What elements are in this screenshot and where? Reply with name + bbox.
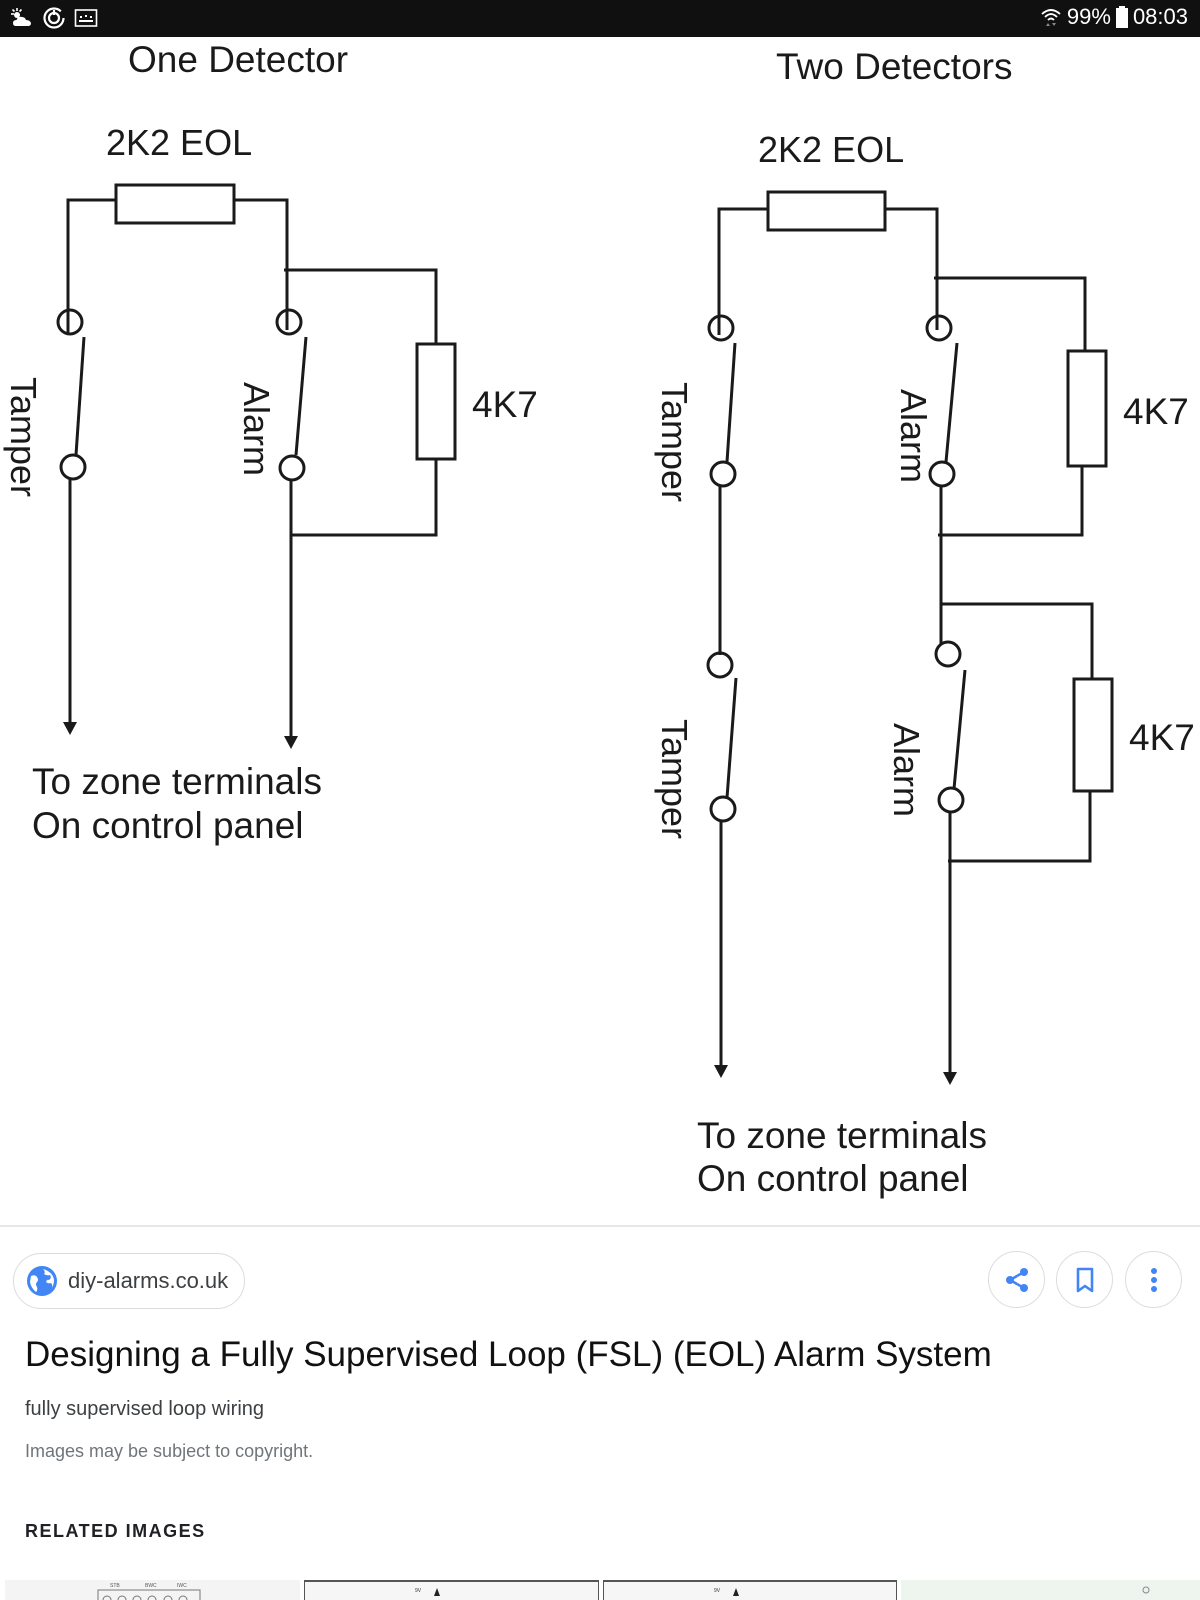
wire <box>66 198 116 335</box>
thumbnail-preview <box>1142 1586 1150 1594</box>
two-detectors-title: Two Detectors <box>776 46 1013 87</box>
alarm-terminal-top <box>275 308 303 336</box>
eol-label: 2K2 EOL <box>758 129 905 170</box>
wire <box>717 207 768 335</box>
resistor2-label: 4K7 <box>1129 717 1195 758</box>
source-link[interactable]: diy-alarms.co.uk <box>13 1253 246 1309</box>
wifi-icon <box>1041 9 1061 26</box>
share-icon <box>1005 1267 1028 1292</box>
wire <box>234 198 289 330</box>
more-options-button[interactable] <box>1125 1251 1182 1308</box>
bookmark-icon <box>1076 1267 1093 1292</box>
arrow-down-icon <box>943 1072 957 1085</box>
4k7-resistor-1 <box>1066 349 1108 468</box>
wiring-diagram <box>56 183 1114 1085</box>
tamper2-switch-blade <box>725 677 738 799</box>
arrow-down-icon <box>714 1065 728 1078</box>
one-detector-circuit <box>56 183 457 737</box>
status-bar: 99% 08:03 <box>0 0 1200 37</box>
eol-resistor <box>114 183 236 225</box>
thumbnail-preview: 9V <box>714 1588 739 1596</box>
share-button[interactable] <box>988 1251 1045 1308</box>
tamper1-label: Tamper <box>654 382 695 503</box>
tamper-label: Tamper <box>3 377 44 498</box>
tamper2-label: Tamper <box>654 719 695 840</box>
alarm-switch-blade <box>294 336 308 456</box>
related-images-heading: RELATED IMAGES <box>25 1521 206 1541</box>
svg-text:STB: STB <box>110 1583 120 1589</box>
footer-line2: On control panel <box>32 805 304 846</box>
copyright-notice: Images may be subject to copyright. <box>25 1441 314 1461</box>
tamper-switch-blade <box>74 336 86 456</box>
tamper1-terminal-top <box>707 314 735 342</box>
wire <box>885 207 939 330</box>
eol-resistor <box>766 190 887 232</box>
source-domain: diy-alarms.co.uk <box>68 1268 229 1293</box>
wire <box>941 602 1094 679</box>
wire <box>291 459 438 537</box>
more-vert-icon <box>1150 1267 1157 1292</box>
alarm2-terminal-top <box>934 640 962 668</box>
related-image-2[interactable]: 9V <box>304 1580 599 1600</box>
alarm1-label: Alarm <box>893 389 934 484</box>
one-detector-title: One Detector <box>128 39 349 80</box>
clock: 08:03 <box>1132 4 1188 29</box>
4k7-resistor <box>415 342 457 461</box>
alarm2-terminal-bottom <box>937 786 965 814</box>
arrow-down-icon <box>284 736 298 749</box>
related-image-1[interactable]: STB BWC IWC <box>5 1580 300 1600</box>
wire <box>948 791 1092 863</box>
sync-icon <box>43 7 65 29</box>
save-button[interactable] <box>1056 1251 1113 1308</box>
tamper2-terminal-bottom <box>709 795 737 823</box>
resistor-label: 4K7 <box>472 384 538 425</box>
related-image-3[interactable]: 9V <box>603 1580 897 1600</box>
result-subtitle: fully supervised loop wiring <box>25 1398 265 1420</box>
wire <box>938 466 1084 537</box>
keyboard-icon <box>74 9 98 27</box>
result-title[interactable]: Designing a Fully Supervised Loop (FSL) … <box>25 1335 992 1374</box>
wire <box>284 268 438 344</box>
arrow-down-icon <box>63 722 77 735</box>
svg-text:BWC: BWC <box>145 1583 157 1589</box>
footer-line1: To zone terminals <box>697 1115 987 1156</box>
footer-line2: On control panel <box>697 1158 969 1199</box>
tamper-terminal-bottom <box>59 453 87 481</box>
alarm-label: Alarm <box>236 382 277 477</box>
resistor1-label: 4K7 <box>1123 391 1189 432</box>
wire <box>934 276 1087 351</box>
battery-icon <box>1115 6 1128 28</box>
tamper-terminal-top <box>56 308 84 336</box>
alarm2-switch-blade <box>952 669 967 790</box>
related-image-4[interactable] <box>901 1580 1200 1600</box>
tamper1-terminal-bottom <box>709 460 737 488</box>
eol-label: 2K2 EOL <box>106 122 253 163</box>
alarm2-label: Alarm <box>886 723 927 818</box>
battery-percent: 99% <box>1066 4 1111 29</box>
svg-text:9V: 9V <box>415 1588 422 1594</box>
globe-icon <box>27 1266 57 1296</box>
tamper2-terminal-top <box>706 651 734 679</box>
alarm1-terminal-top <box>925 314 953 342</box>
thumbnail-preview: STB BWC IWC <box>97 1583 201 1600</box>
two-detectors-circuit <box>706 190 1114 1073</box>
svg-text:9V: 9V <box>714 1588 721 1594</box>
weather-partly-cloudy-icon <box>11 8 31 26</box>
alarm-terminal-bottom <box>278 454 306 482</box>
divider <box>0 1225 1200 1227</box>
result-image[interactable]: One Detector 2K2 EOL Tamper Alarm 4K7 To… <box>0 37 1200 1225</box>
tamper1-switch-blade <box>725 342 737 463</box>
alarm1-switch-blade <box>944 342 959 463</box>
4k7-resistor-2 <box>1072 677 1114 793</box>
footer-line1: To zone terminals <box>32 761 322 802</box>
svg-text:IWC: IWC <box>177 1583 187 1589</box>
thumbnail-preview: 9V <box>415 1588 440 1596</box>
